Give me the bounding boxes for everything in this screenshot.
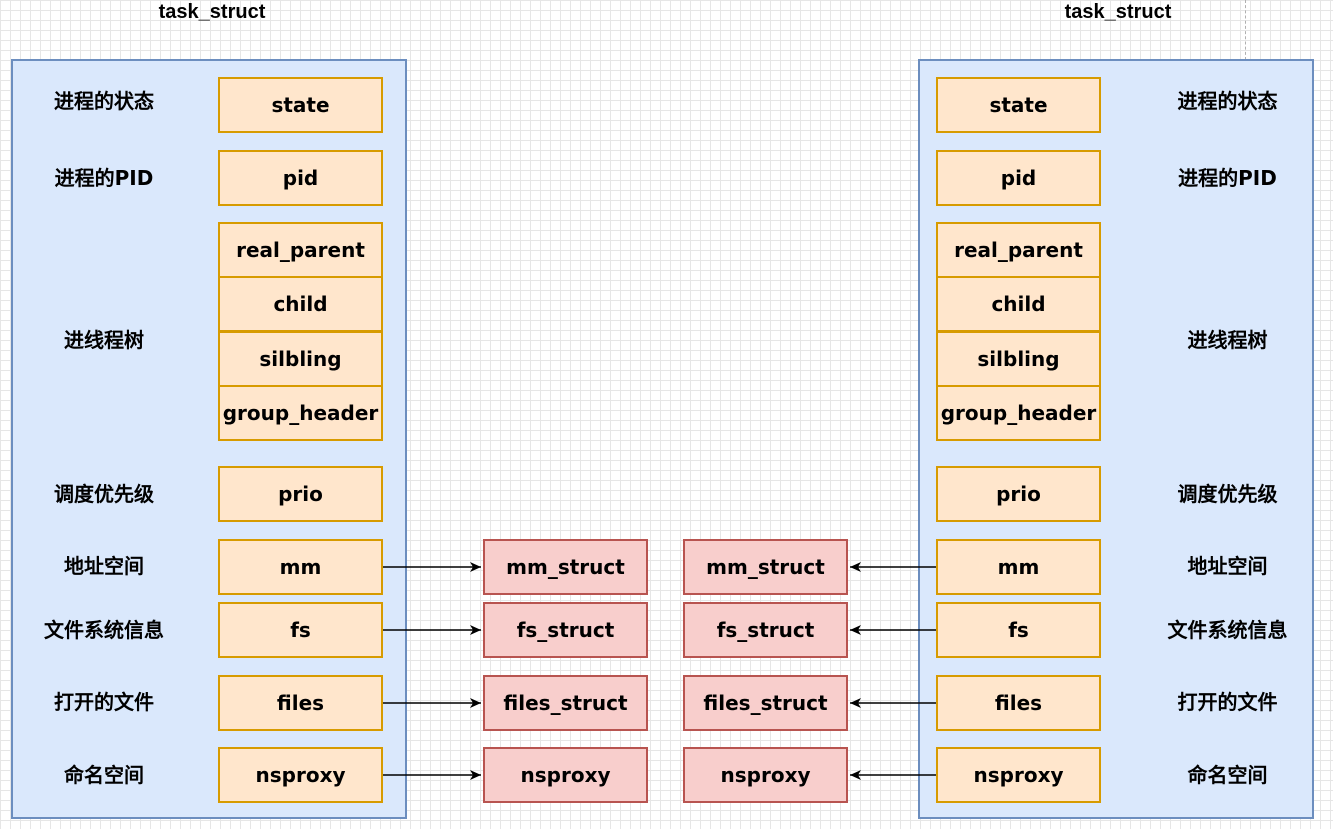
left-label-prio: 调度优先级 (54, 482, 154, 506)
left-task-struct-title: task_struct (158, 1, 266, 23)
left-label-pid: 进程的PID (54, 166, 154, 190)
right-nsproxy-struct[interactable]: nsproxy (683, 747, 848, 803)
right-field-state[interactable]: state (936, 77, 1101, 133)
left-nsproxy-struct[interactable]: nsproxy (483, 747, 648, 803)
right-label-tree: 进线程树 (1187, 328, 1268, 352)
right-label-nsproxy: 命名空间 (1187, 763, 1268, 787)
right-task-struct-title: task_struct (1064, 1, 1172, 23)
right-field-prio[interactable]: prio (936, 466, 1101, 522)
left-field-pid[interactable]: pid (218, 150, 383, 206)
right-mm-struct[interactable]: mm_struct (683, 539, 848, 595)
right-label-files: 打开的文件 (1177, 690, 1278, 714)
left-mm-struct[interactable]: mm_struct (483, 539, 648, 595)
right-fs-struct[interactable]: fs_struct (683, 602, 848, 658)
right-label-mm: 地址空间 (1187, 554, 1268, 578)
right-field-nsproxy[interactable]: nsproxy (936, 747, 1101, 803)
left-field-files[interactable]: files (218, 675, 383, 731)
right-files-struct[interactable]: files_struct (683, 675, 848, 731)
right-label-fs: 文件系统信息 (1167, 618, 1288, 642)
right-field-files[interactable]: files (936, 675, 1101, 731)
right-label-state: 进程的状态 (1177, 89, 1278, 113)
left-field-mm[interactable]: mm (218, 539, 383, 595)
left-label-nsproxy: 命名空间 (64, 763, 144, 787)
left-field-silbling[interactable]: silbling (218, 331, 383, 387)
right-field-pid[interactable]: pid (936, 150, 1101, 206)
right-label-pid: 进程的PID (1178, 166, 1277, 190)
right-label-prio: 调度优先级 (1177, 482, 1278, 506)
right-field-group-header[interactable]: group_header (936, 385, 1101, 441)
left-label-fs: 文件系统信息 (44, 618, 164, 642)
left-label-state: 进程的状态 (54, 89, 154, 113)
left-label-files: 打开的文件 (54, 690, 154, 714)
left-field-fs[interactable]: fs (218, 602, 383, 658)
left-field-state[interactable]: state (218, 77, 383, 133)
left-label-mm: 地址空间 (64, 554, 144, 578)
right-field-real-parent[interactable]: real_parent (936, 222, 1101, 278)
left-field-group-header[interactable]: group_header (218, 385, 383, 441)
right-field-fs[interactable]: fs (936, 602, 1101, 658)
left-field-prio[interactable]: prio (218, 466, 383, 522)
right-field-silbling[interactable]: silbling (936, 331, 1101, 387)
guide-line (1245, 0, 1246, 60)
right-field-mm[interactable]: mm (936, 539, 1101, 595)
left-label-tree: 进线程树 (64, 328, 144, 352)
left-field-real-parent[interactable]: real_parent (218, 222, 383, 278)
left-fs-struct[interactable]: fs_struct (483, 602, 648, 658)
left-files-struct[interactable]: files_struct (483, 675, 648, 731)
left-field-nsproxy[interactable]: nsproxy (218, 747, 383, 803)
